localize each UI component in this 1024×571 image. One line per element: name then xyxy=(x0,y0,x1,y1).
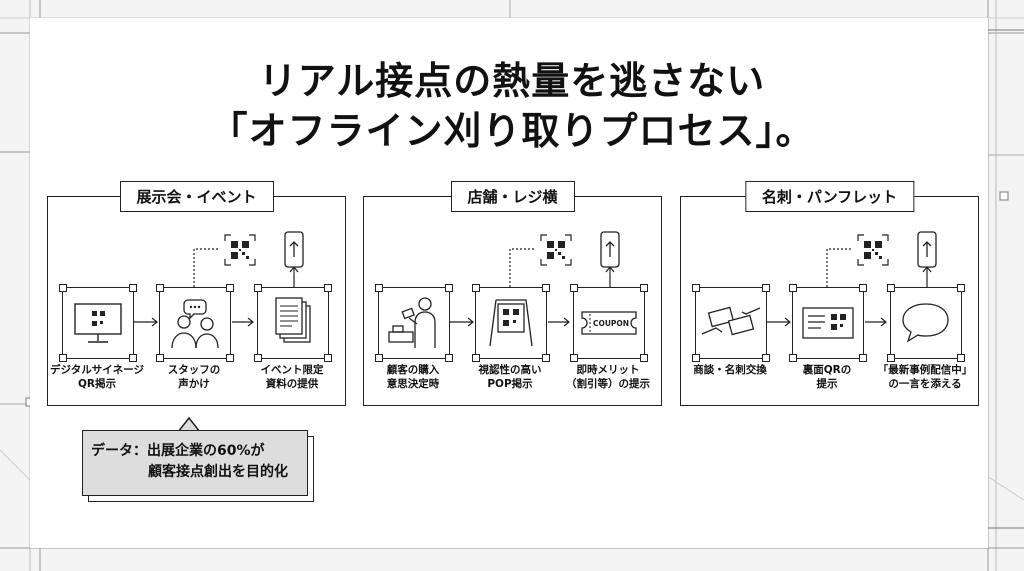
step-node xyxy=(887,284,965,362)
digital-signage-qr-icon xyxy=(74,303,122,343)
flow-connectors xyxy=(765,248,932,327)
step-node xyxy=(789,284,867,362)
title-line-1: リアル接点の熱量を逃さない xyxy=(258,59,766,103)
flow-connectors xyxy=(448,248,615,327)
panel-title: 展示会・イベント xyxy=(119,181,274,212)
panel-store-register: 店舗・レジ横 顧客の購入意思決定時 xyxy=(363,181,662,406)
pop-stand-qr-icon xyxy=(489,299,533,347)
speech-bubble-icon xyxy=(902,303,949,343)
panel-business-card: 名刺・パンフレット 商談・名刺交換 xyxy=(680,181,979,406)
title-line-2: 「オフライン刈り取りプロセス」。 xyxy=(209,109,815,153)
step-label: 「最新事例配信中」の一言を添える xyxy=(877,364,973,390)
callout-line-1: データ：出展企業の60%が xyxy=(91,443,265,459)
callout-pointer xyxy=(177,416,201,433)
staff-speaking-icon xyxy=(171,299,219,349)
step-node xyxy=(156,284,234,362)
data-callout: データ：出展企業の60%が 顧客接点創出を目的化 xyxy=(82,430,308,496)
customer-purchase-icon xyxy=(388,297,436,348)
qr-code-icon xyxy=(224,234,256,266)
callout-line-2: 顧客接点創出を目的化 xyxy=(148,464,288,480)
step-node xyxy=(692,284,770,362)
step-node xyxy=(472,284,550,362)
smartphone-upload-icon xyxy=(284,231,304,268)
coupon-text: COUPON xyxy=(593,319,629,328)
smartphone-upload-icon xyxy=(600,231,620,268)
panel-title: 名刺・パンフレット xyxy=(744,181,915,212)
step-label: イベント限定資料の提供 xyxy=(260,364,324,390)
callout-text: データ：出展企業の60%が 顧客接点創出を目的化 xyxy=(91,441,288,483)
card-back-qr-icon xyxy=(802,307,854,339)
step-label: 即時メリット（割引等）の提示 xyxy=(566,364,650,390)
qr-code-icon xyxy=(857,234,889,266)
coupon-icon: COUPON xyxy=(581,311,637,335)
panel-title: 店舗・レジ横 xyxy=(450,181,575,212)
step-label: スタッフの声かけ xyxy=(167,364,221,390)
step-label: 商談・名刺交換 xyxy=(693,364,767,376)
step-node xyxy=(375,284,453,362)
step-label: 裏面QRの提示 xyxy=(802,364,852,390)
smartphone-upload-icon xyxy=(917,231,937,268)
business-card-exchange-icon xyxy=(701,306,761,336)
step-node xyxy=(59,284,137,362)
step-label: 顧客の購入意思決定時 xyxy=(386,364,440,390)
qr-code-icon xyxy=(540,234,572,266)
step-node xyxy=(254,284,332,362)
step-node: COUPON xyxy=(570,284,648,362)
documents-icon xyxy=(275,297,311,343)
